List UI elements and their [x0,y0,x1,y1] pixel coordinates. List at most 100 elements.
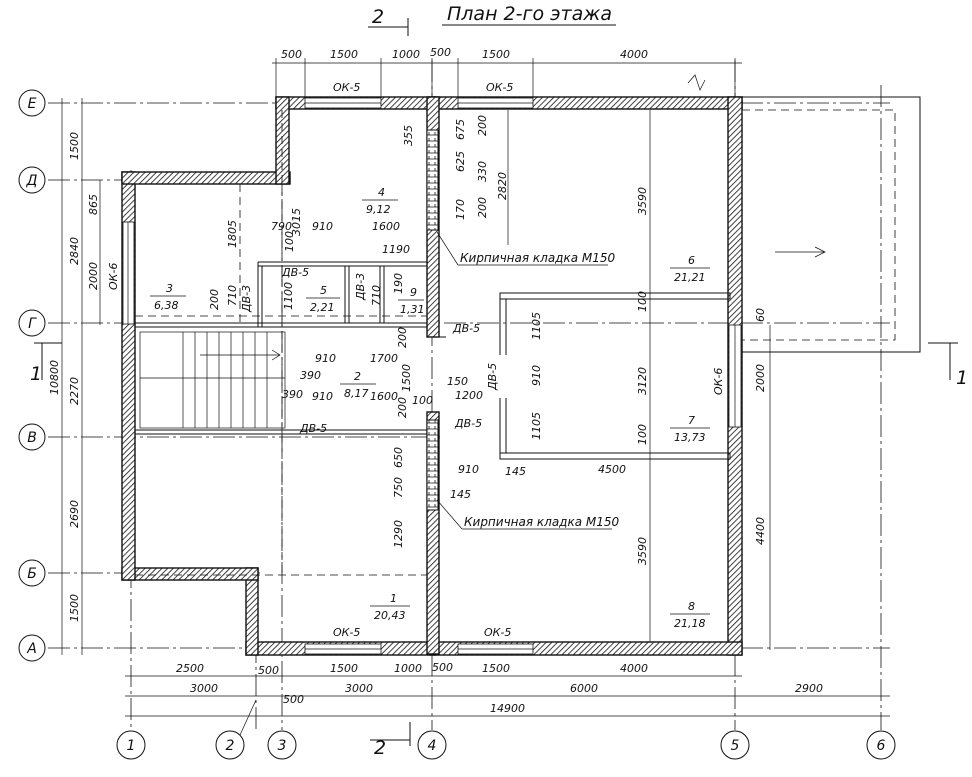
svg-text:390: 390 [282,388,303,401]
axis-bubble-a: А [18,634,46,662]
svg-text:3: 3 [166,282,173,295]
svg-text:1100: 1100 [282,282,295,310]
svg-text:100: 100 [636,424,649,445]
svg-text:3590: 3590 [636,187,649,215]
svg-text:Г: Г [28,316,37,332]
top-dim-2: 1500 [330,48,358,61]
svg-text:2: 2 [226,738,235,754]
svg-text:200: 200 [396,397,409,418]
svg-text:710: 710 [370,285,383,306]
left-total-dim: 10800 [48,360,61,395]
left-window-label: ОК-6 [107,263,120,290]
svg-text:5: 5 [731,738,740,754]
svg-text:200: 200 [396,327,409,348]
svg-text:390: 390 [300,369,321,382]
door-label-6: ДВ-5 [454,417,482,430]
svg-text:910: 910 [315,352,336,365]
room-5: 5 2,21 [306,284,340,314]
top-dim-3: 1000 [392,48,420,61]
top-dim-6: 4000 [620,48,648,61]
room-1: 1 20,43 [370,592,410,622]
left-dim-2: 2840 [68,237,81,265]
staircase [139,331,286,429]
axis-bubble-g: Г [18,309,46,337]
brick-masonry-lower [426,419,439,511]
hidden-lines [135,110,427,576]
room-4: 4 9,12 [362,186,398,216]
axis-bubble-3: 3 [267,730,297,760]
svg-text:1: 1 [127,738,136,754]
svg-text:2: 2 [354,370,361,383]
svg-text:1105: 1105 [530,312,543,340]
svg-text:100: 100 [636,291,649,312]
svg-text:6: 6 [688,254,695,267]
bottom-dim-r2-4: 6000 [570,682,598,695]
svg-text:100: 100 [412,394,433,407]
axis-bubble-1: 1 [116,730,146,760]
svg-text:3590: 3590 [636,537,649,565]
svg-text:150: 150 [447,375,468,388]
axis-bubble-e: Е [18,89,46,117]
svg-text:910: 910 [530,365,543,386]
note-brick-lower: Кирпичная кладка М150 [464,515,620,529]
right-dim-2: 2000 [754,364,767,392]
svg-text:4500: 4500 [598,463,626,476]
door-label-2: ДВ-3 [240,285,253,313]
svg-text:2820: 2820 [496,172,509,200]
section-cut-right: 1 [928,342,968,389]
svg-text:910: 910 [312,390,333,403]
svg-text:750: 750 [392,477,405,498]
door-label-4: ДВ-5 [452,322,480,335]
svg-text:190: 190 [392,273,405,294]
svg-text:1290: 1290 [392,520,405,548]
svg-text:790: 790 [271,220,292,233]
svg-text:Д: Д [26,173,38,189]
left-dim-1: 1500 [68,132,81,160]
svg-text:21,21: 21,21 [674,271,706,284]
svg-text:1190: 1190 [382,243,410,256]
bottom-dim-r2-2: 500 [283,693,304,706]
svg-text:В: В [27,430,37,446]
window-label-top-right: ОК-5 [486,81,513,94]
section-mark-top: 2 [368,6,409,36]
axis-bubble-5: 5 [720,730,750,760]
top-dim-4: 500 [430,46,451,59]
right-dim-1: 60 [754,308,767,322]
room-3: 3 6,38 [150,282,186,312]
window-openings [122,97,742,655]
room-6: 6 21,21 [670,254,710,284]
svg-text:355: 355 [402,125,415,146]
svg-text:330: 330 [476,161,489,182]
left-dim-4: 2690 [68,500,81,528]
window-label-bottom-left: ОК-5 [333,626,360,639]
bottom-dim-r1-3: 1500 [330,662,358,675]
svg-text:200: 200 [476,115,489,136]
note-brick-upper: Кирпичная кладка М150 [460,251,616,265]
bottom-dim-r1-5: 500 [432,661,453,674]
svg-text:20,43: 20,43 [374,609,406,622]
svg-text:910: 910 [312,220,333,233]
section-mark-bottom-label: 2 [374,737,386,759]
door-label-5: ДВ-5 [486,363,499,391]
left-dim-5: 1500 [68,594,81,622]
svg-text:1200: 1200 [455,389,483,402]
top-dim-1: 500 [281,48,302,61]
svg-text:Е: Е [28,96,37,112]
left-inner-dim-1: 865 [87,194,100,215]
section-cut-left-label: 1 [30,363,42,385]
bottom-total-dim: 14900 [490,702,525,715]
svg-text:1600: 1600 [370,390,398,403]
svg-text:650: 650 [392,447,405,468]
room-7: 7 13,73 [670,414,710,444]
axis-bubble-4: 4 [417,730,447,760]
window-label-top-left: ОК-5 [333,81,360,94]
top-dim-5: 1500 [482,48,510,61]
svg-text:100: 100 [283,231,296,252]
svg-text:21,18: 21,18 [674,617,706,630]
window-label-bottom-right: ОК-5 [484,626,511,639]
svg-text:200: 200 [208,289,221,310]
window-label-right: ОК-6 [712,368,725,395]
bottom-dim-r2-1: 3000 [190,682,218,695]
room-9: 9 1,31 [398,286,425,316]
bottom-dim-r1-1: 2500 [176,662,204,675]
